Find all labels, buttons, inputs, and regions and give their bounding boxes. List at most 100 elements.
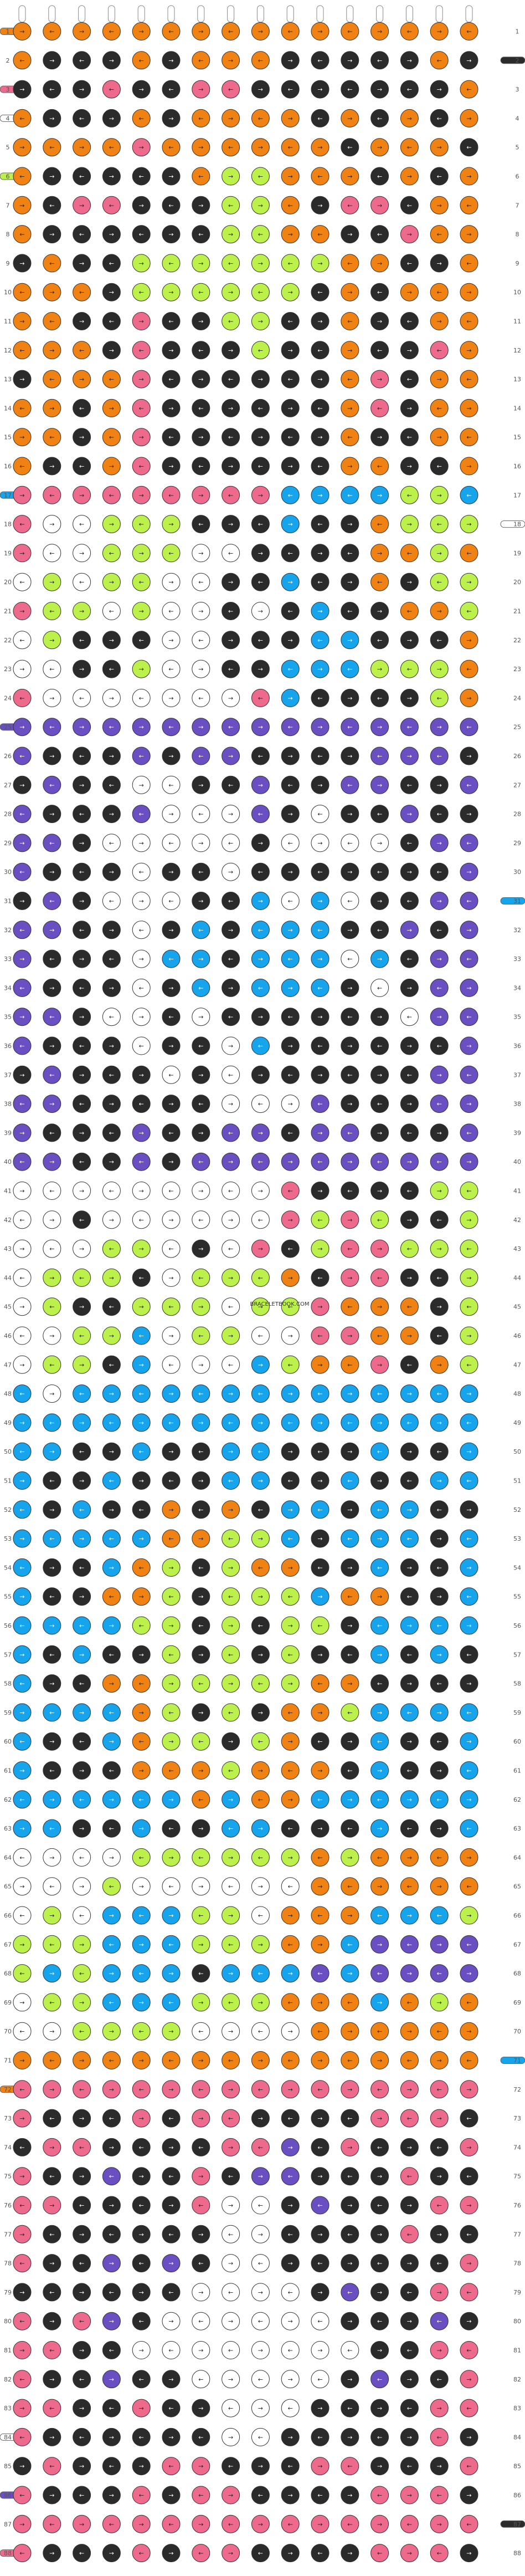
knot[interactable]: →: [13, 1182, 32, 1200]
knot[interactable]: →: [430, 2514, 449, 2533]
knot[interactable]: →: [192, 2514, 210, 2533]
knot[interactable]: →: [222, 2370, 240, 2389]
knot[interactable]: ←: [162, 2399, 181, 2417]
knot[interactable]: ←: [43, 1008, 61, 1026]
knot[interactable]: ←: [370, 2370, 389, 2389]
knot[interactable]: →: [251, 312, 270, 330]
knot[interactable]: ←: [251, 978, 270, 997]
knot[interactable]: ←: [251, 1616, 270, 1635]
knot[interactable]: ←: [370, 1674, 389, 1693]
knot[interactable]: ←: [281, 2341, 300, 2359]
knot[interactable]: →: [251, 1761, 270, 1780]
knot[interactable]: →: [370, 544, 389, 563]
knot[interactable]: ←: [192, 1095, 210, 1113]
knot[interactable]: ←: [370, 1848, 389, 1867]
knot[interactable]: ←: [281, 22, 300, 40]
knot[interactable]: ←: [43, 196, 61, 214]
knot[interactable]: →: [73, 312, 91, 330]
knot[interactable]: →: [430, 2399, 449, 2417]
knot[interactable]: ←: [400, 2341, 419, 2359]
knot[interactable]: ←: [460, 1587, 478, 1606]
knot[interactable]: →: [281, 1095, 300, 1113]
knot[interactable]: ←: [43, 660, 61, 678]
knot[interactable]: ←: [341, 660, 359, 678]
knot[interactable]: →: [311, 1471, 330, 1490]
knot[interactable]: ←: [13, 283, 32, 301]
knot[interactable]: ←: [192, 2427, 210, 2446]
knot[interactable]: →: [73, 1935, 91, 1954]
knot[interactable]: ←: [43, 428, 61, 447]
knot[interactable]: →: [370, 80, 389, 99]
knot[interactable]: →: [311, 834, 330, 852]
knot[interactable]: →: [222, 2080, 240, 2099]
knot[interactable]: →: [43, 805, 61, 824]
knot[interactable]: →: [43, 978, 61, 997]
knot[interactable]: ←: [43, 138, 61, 157]
knot[interactable]: ←: [370, 283, 389, 301]
knot[interactable]: →: [13, 1529, 32, 1548]
knot[interactable]: ←: [311, 109, 330, 127]
knot[interactable]: →: [251, 718, 270, 737]
knot[interactable]: ←: [162, 2457, 181, 2476]
knot[interactable]: ←: [102, 1819, 121, 1838]
knot[interactable]: →: [460, 109, 478, 127]
knot[interactable]: ←: [370, 805, 389, 824]
knot[interactable]: →: [222, 2196, 240, 2215]
knot[interactable]: ←: [281, 2109, 300, 2128]
knot[interactable]: ←: [281, 949, 300, 968]
knot[interactable]: ←: [460, 370, 478, 389]
knot[interactable]: ←: [251, 2427, 270, 2446]
knot[interactable]: ←: [162, 2225, 181, 2243]
knot[interactable]: ←: [43, 834, 61, 852]
knot[interactable]: ←: [251, 1036, 270, 1055]
knot[interactable]: →: [311, 2341, 330, 2359]
knot[interactable]: ←: [192, 921, 210, 939]
knot[interactable]: →: [102, 1790, 121, 1809]
knot[interactable]: ←: [73, 1326, 91, 1345]
knot[interactable]: ←: [73, 1442, 91, 1461]
knot[interactable]: ←: [370, 1790, 389, 1809]
knot[interactable]: →: [192, 1529, 210, 1548]
knot[interactable]: ←: [43, 80, 61, 99]
knot[interactable]: ←: [222, 1877, 240, 1896]
knot[interactable]: →: [370, 1645, 389, 1664]
knot[interactable]: →: [13, 1355, 32, 1374]
knot[interactable]: ←: [341, 544, 359, 563]
knot[interactable]: →: [102, 978, 121, 997]
knot[interactable]: ←: [341, 1819, 359, 1838]
knot[interactable]: →: [222, 225, 240, 244]
knot[interactable]: →: [222, 862, 240, 881]
knot[interactable]: →: [370, 834, 389, 852]
knot[interactable]: →: [13, 1123, 32, 1142]
knot[interactable]: ←: [43, 2109, 61, 2128]
knot[interactable]: ←: [370, 688, 389, 707]
knot[interactable]: →: [370, 1008, 389, 1026]
knot[interactable]: →: [222, 688, 240, 707]
knot[interactable]: →: [73, 1877, 91, 1896]
knot[interactable]: →: [162, 573, 181, 591]
knot[interactable]: →: [192, 1587, 210, 1606]
knot[interactable]: ←: [73, 1848, 91, 1867]
knot[interactable]: ←: [430, 457, 449, 476]
knot[interactable]: →: [281, 341, 300, 360]
knot[interactable]: →: [102, 2427, 121, 2446]
knot[interactable]: ←: [132, 862, 151, 881]
knot[interactable]: →: [162, 1326, 181, 1345]
knot[interactable]: ←: [102, 2341, 121, 2359]
knot[interactable]: ←: [430, 631, 449, 650]
knot[interactable]: →: [311, 660, 330, 678]
knot[interactable]: →: [311, 1239, 330, 1258]
knot[interactable]: →: [13, 1761, 32, 1780]
knot[interactable]: ←: [400, 1008, 419, 1026]
knot[interactable]: ←: [132, 1558, 151, 1577]
knot[interactable]: ←: [192, 978, 210, 997]
knot[interactable]: ←: [73, 457, 91, 476]
knot[interactable]: ←: [43, 1065, 61, 1084]
knot[interactable]: →: [341, 2138, 359, 2156]
knot[interactable]: ←: [400, 22, 419, 40]
knot[interactable]: ←: [430, 1848, 449, 1867]
knot[interactable]: →: [132, 312, 151, 330]
knot[interactable]: →: [73, 80, 91, 99]
knot[interactable]: ←: [102, 1355, 121, 1374]
knot[interactable]: ←: [162, 834, 181, 852]
